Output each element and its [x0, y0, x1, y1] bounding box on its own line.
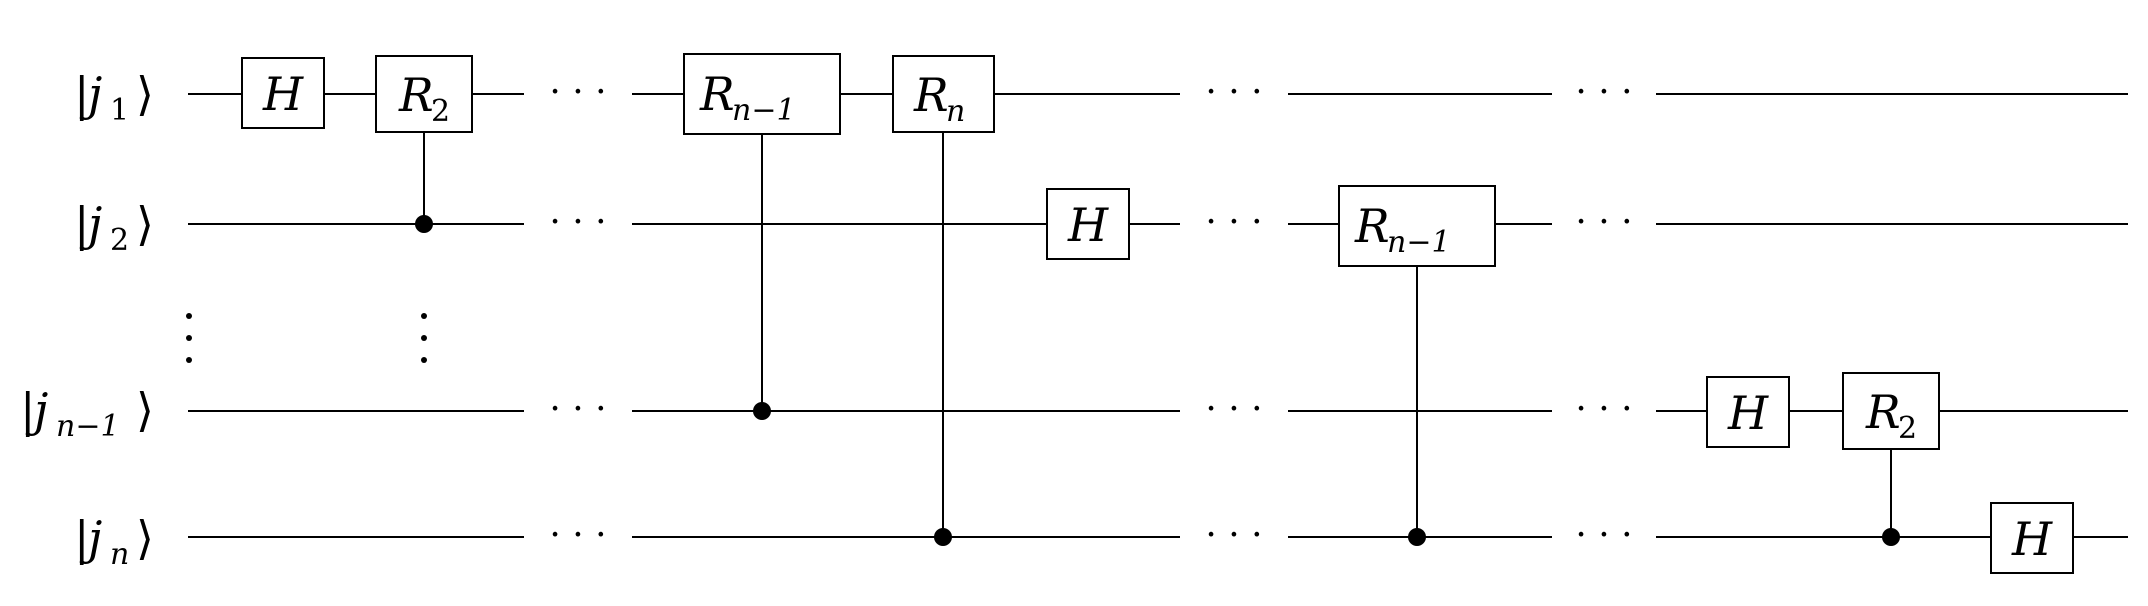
svg-text:H: H [1067, 198, 1109, 252]
qubit-subscript: n [110, 537, 129, 572]
ket-close: ⟩ [136, 67, 154, 121]
control-dot [415, 215, 433, 233]
ket-open: | [74, 67, 90, 121]
svg-text:· · ·: · · · [1205, 515, 1262, 556]
svg-text:· · ·: · · · [549, 202, 606, 243]
r2-gate-jn-1: R 2 [1842, 372, 1940, 450]
svg-text:· · ·: · · · [549, 72, 606, 113]
control-dot [1408, 528, 1426, 546]
svg-text:H: H [262, 67, 304, 121]
svg-text:· · ·: · · · [1205, 72, 1262, 113]
ket-open: | [20, 383, 36, 437]
hadamard-gate-j2: H [1046, 188, 1130, 260]
svg-text:R: R [1354, 199, 1390, 253]
svg-text:R: R [913, 68, 949, 122]
vertical-ellipsis-labels [186, 313, 192, 363]
qubit-label-j2: | j 2 ⟩ [74, 197, 154, 258]
rn-1-gate-j2: R n−1 [1338, 185, 1496, 267]
svg-text:n: n [946, 94, 965, 129]
svg-text:· · ·: · · · [1575, 72, 1632, 113]
hadamard-gate-j1: H [241, 57, 325, 129]
rn-gate-j1: R n [892, 55, 995, 133]
control-dot [934, 528, 952, 546]
svg-text:R: R [1865, 385, 1901, 439]
svg-text:n−1: n−1 [1387, 225, 1451, 260]
ket-close: ⟩ [136, 383, 154, 437]
ket-open: | [74, 197, 90, 251]
qubit-label-jn: | j n ⟩ [74, 511, 154, 572]
svg-text:R: R [398, 68, 434, 122]
control-dot [753, 402, 771, 420]
ket-open: | [74, 511, 90, 565]
svg-text:2: 2 [431, 94, 450, 129]
svg-text:H: H [1727, 386, 1769, 440]
ket-close: ⟩ [136, 197, 154, 251]
qubit-label-j1: | j 1 ⟩ [74, 67, 154, 128]
hadamard-gate-jn-1: H [1706, 376, 1790, 448]
hdots-column-2: · · · · · · · · · · · · [1205, 72, 1262, 556]
control-dot [1882, 528, 1900, 546]
qubit-label-jn-1: | j n−1 ⟩ [20, 383, 154, 444]
svg-text:· · ·: · · · [549, 389, 606, 430]
svg-text:· · ·: · · · [1205, 202, 1262, 243]
ket-close: ⟩ [136, 511, 154, 565]
svg-text:H: H [2011, 512, 2053, 566]
svg-text:· · ·: · · · [1575, 389, 1632, 430]
hadamard-gate-jn: H [1990, 502, 2074, 574]
r2-gate-j1: R 2 [375, 55, 473, 133]
svg-text:R: R [699, 67, 735, 121]
svg-text:n−1: n−1 [732, 93, 796, 128]
vertical-ellipsis-control [421, 313, 427, 363]
qubit-subscript: n−1 [56, 409, 120, 444]
svg-text:· · ·: · · · [1575, 202, 1632, 243]
svg-text:· · ·: · · · [1575, 515, 1632, 556]
qubit-subscript: 1 [110, 93, 129, 128]
svg-text:2: 2 [1898, 411, 1917, 446]
rn-1-gate-j1: R n−1 [683, 53, 841, 135]
hdots-column-3: · · · · · · · · · · · · [1575, 72, 1632, 556]
hdots-column-1: · · · · · · · · · · · · [549, 72, 606, 556]
svg-text:· · ·: · · · [549, 515, 606, 556]
qubit-subscript: 2 [110, 223, 129, 258]
svg-text:· · ·: · · · [1205, 389, 1262, 430]
